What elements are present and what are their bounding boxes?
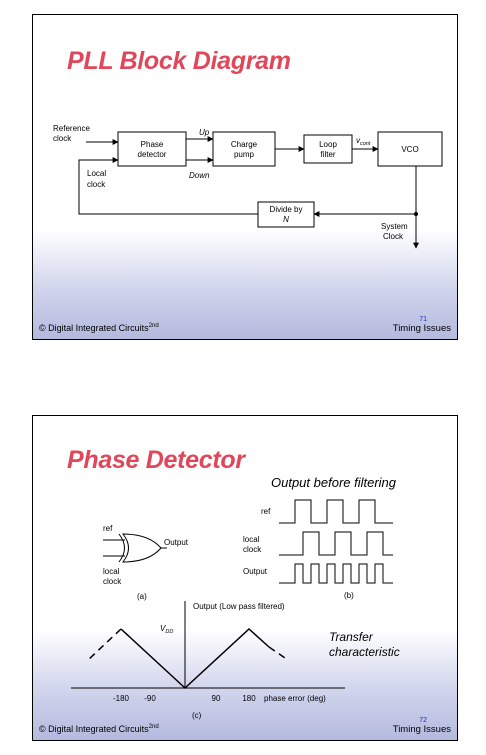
footer-chapter: Timing Issues — [392, 724, 451, 735]
tick-180: 180 — [242, 694, 256, 703]
slide-phase-detector: Phase Detector Output before filtering r… — [32, 415, 458, 741]
divider-box — [257, 201, 315, 228]
label-a: (a) — [137, 592, 147, 601]
footer-course-text: © Digital Integrated Circuits — [39, 724, 149, 734]
vco-label: VCO — [401, 145, 418, 154]
footer-gradient — [33, 630, 457, 740]
xor-gate-body — [121, 533, 162, 563]
transfer-solid-line — [120, 627, 270, 690]
loop-filter-label-2: filter — [320, 150, 335, 159]
wave-local-label-1: local — [243, 535, 260, 544]
page-number: 72 — [419, 717, 427, 724]
vcont-label: vcont — [356, 136, 371, 147]
up-label: Up — [199, 128, 210, 137]
reference-clock-label-1: Reference — [53, 124, 90, 133]
footer-course-sup: 2nd — [148, 724, 159, 730]
output-waveform — [279, 563, 393, 584]
ref-waveform — [279, 499, 393, 524]
reference-clock-label-2: clock — [53, 134, 72, 143]
waveform-heading: Output before filtering — [271, 475, 397, 490]
transfer-dashed-right — [268, 646, 289, 661]
footer-course: © Digital Integrated Circuits2nd — [39, 724, 159, 734]
footer-gradient — [33, 229, 457, 339]
footer-course-sup: 2nd — [148, 323, 159, 329]
footer-course: © Digital Integrated Circuits2nd — [39, 323, 159, 333]
down-label: Down — [189, 171, 210, 180]
local-clock-label-2: clock — [87, 180, 106, 189]
label-b: (b) — [344, 591, 354, 600]
wave-local-label-2: clock — [243, 545, 262, 554]
vcont-v: v — [356, 136, 361, 145]
tick-m180: -180 — [113, 694, 130, 703]
tick-90: 90 — [212, 694, 221, 703]
system-clock-label-2: Clock — [383, 232, 404, 241]
slide-title: Phase Detector — [67, 446, 245, 474]
pll-block-diagram: Reference clock Phase detector Up Down C… — [53, 124, 443, 249]
slide-pll-block-diagram: PLL Block Diagram Reference clock Phase … — [32, 14, 458, 340]
label-c: (c) — [192, 711, 202, 720]
x-axis-label: phase error (deg) — [264, 694, 326, 703]
wave-ref-label: ref — [261, 507, 271, 516]
vdd-sub: DD — [165, 629, 173, 635]
vcont-sub: cont — [360, 141, 371, 147]
gate-ref-label: ref — [103, 524, 113, 533]
divider-label-2: N — [283, 215, 289, 224]
local-clock-label-1: Local — [87, 169, 106, 178]
footer-course-text: © Digital Integrated Circuits — [39, 323, 149, 333]
y-axis-label: Output (Low pass filtered) — [193, 602, 285, 611]
wave-output-label: Output — [243, 567, 268, 576]
divider-label-1: Divide by — [270, 205, 303, 214]
phase-detector-box — [117, 131, 187, 167]
system-clock-label-1: System — [381, 222, 408, 231]
loop-filter-label-1: Loop — [319, 140, 337, 149]
gate-output-label: Output — [164, 538, 189, 547]
vdd-v: V — [160, 624, 166, 633]
footer-chapter: Timing Issues — [392, 323, 451, 334]
page-number: 71 — [419, 316, 427, 323]
charge-pump-label-1: Charge — [231, 140, 258, 149]
transfer-label-1: Transfer — [329, 630, 374, 644]
xor-extra-curve — [118, 533, 125, 563]
transfer-dashed-left — [87, 628, 122, 661]
vco-box — [377, 131, 443, 167]
tick-m90: -90 — [144, 694, 156, 703]
charge-pump-box — [212, 131, 276, 167]
phase-detector-label-1: Phase — [141, 140, 164, 149]
transfer-label-2: characteristic — [329, 645, 400, 659]
phase-detector-figure: Output before filtering ref local clock … — [71, 475, 400, 720]
local-clock-feedback-line — [78, 157, 258, 215]
charge-pump-label-2: pump — [234, 150, 255, 159]
phase-detector-label-2: detector — [138, 150, 167, 159]
vdd-label: VDD — [160, 624, 173, 635]
gate-local-label-1: local — [103, 567, 120, 576]
gate-local-label-2: clock — [103, 577, 122, 586]
slide-title: PLL Block Diagram — [67, 47, 291, 75]
local-clock-waveform — [279, 531, 393, 556]
